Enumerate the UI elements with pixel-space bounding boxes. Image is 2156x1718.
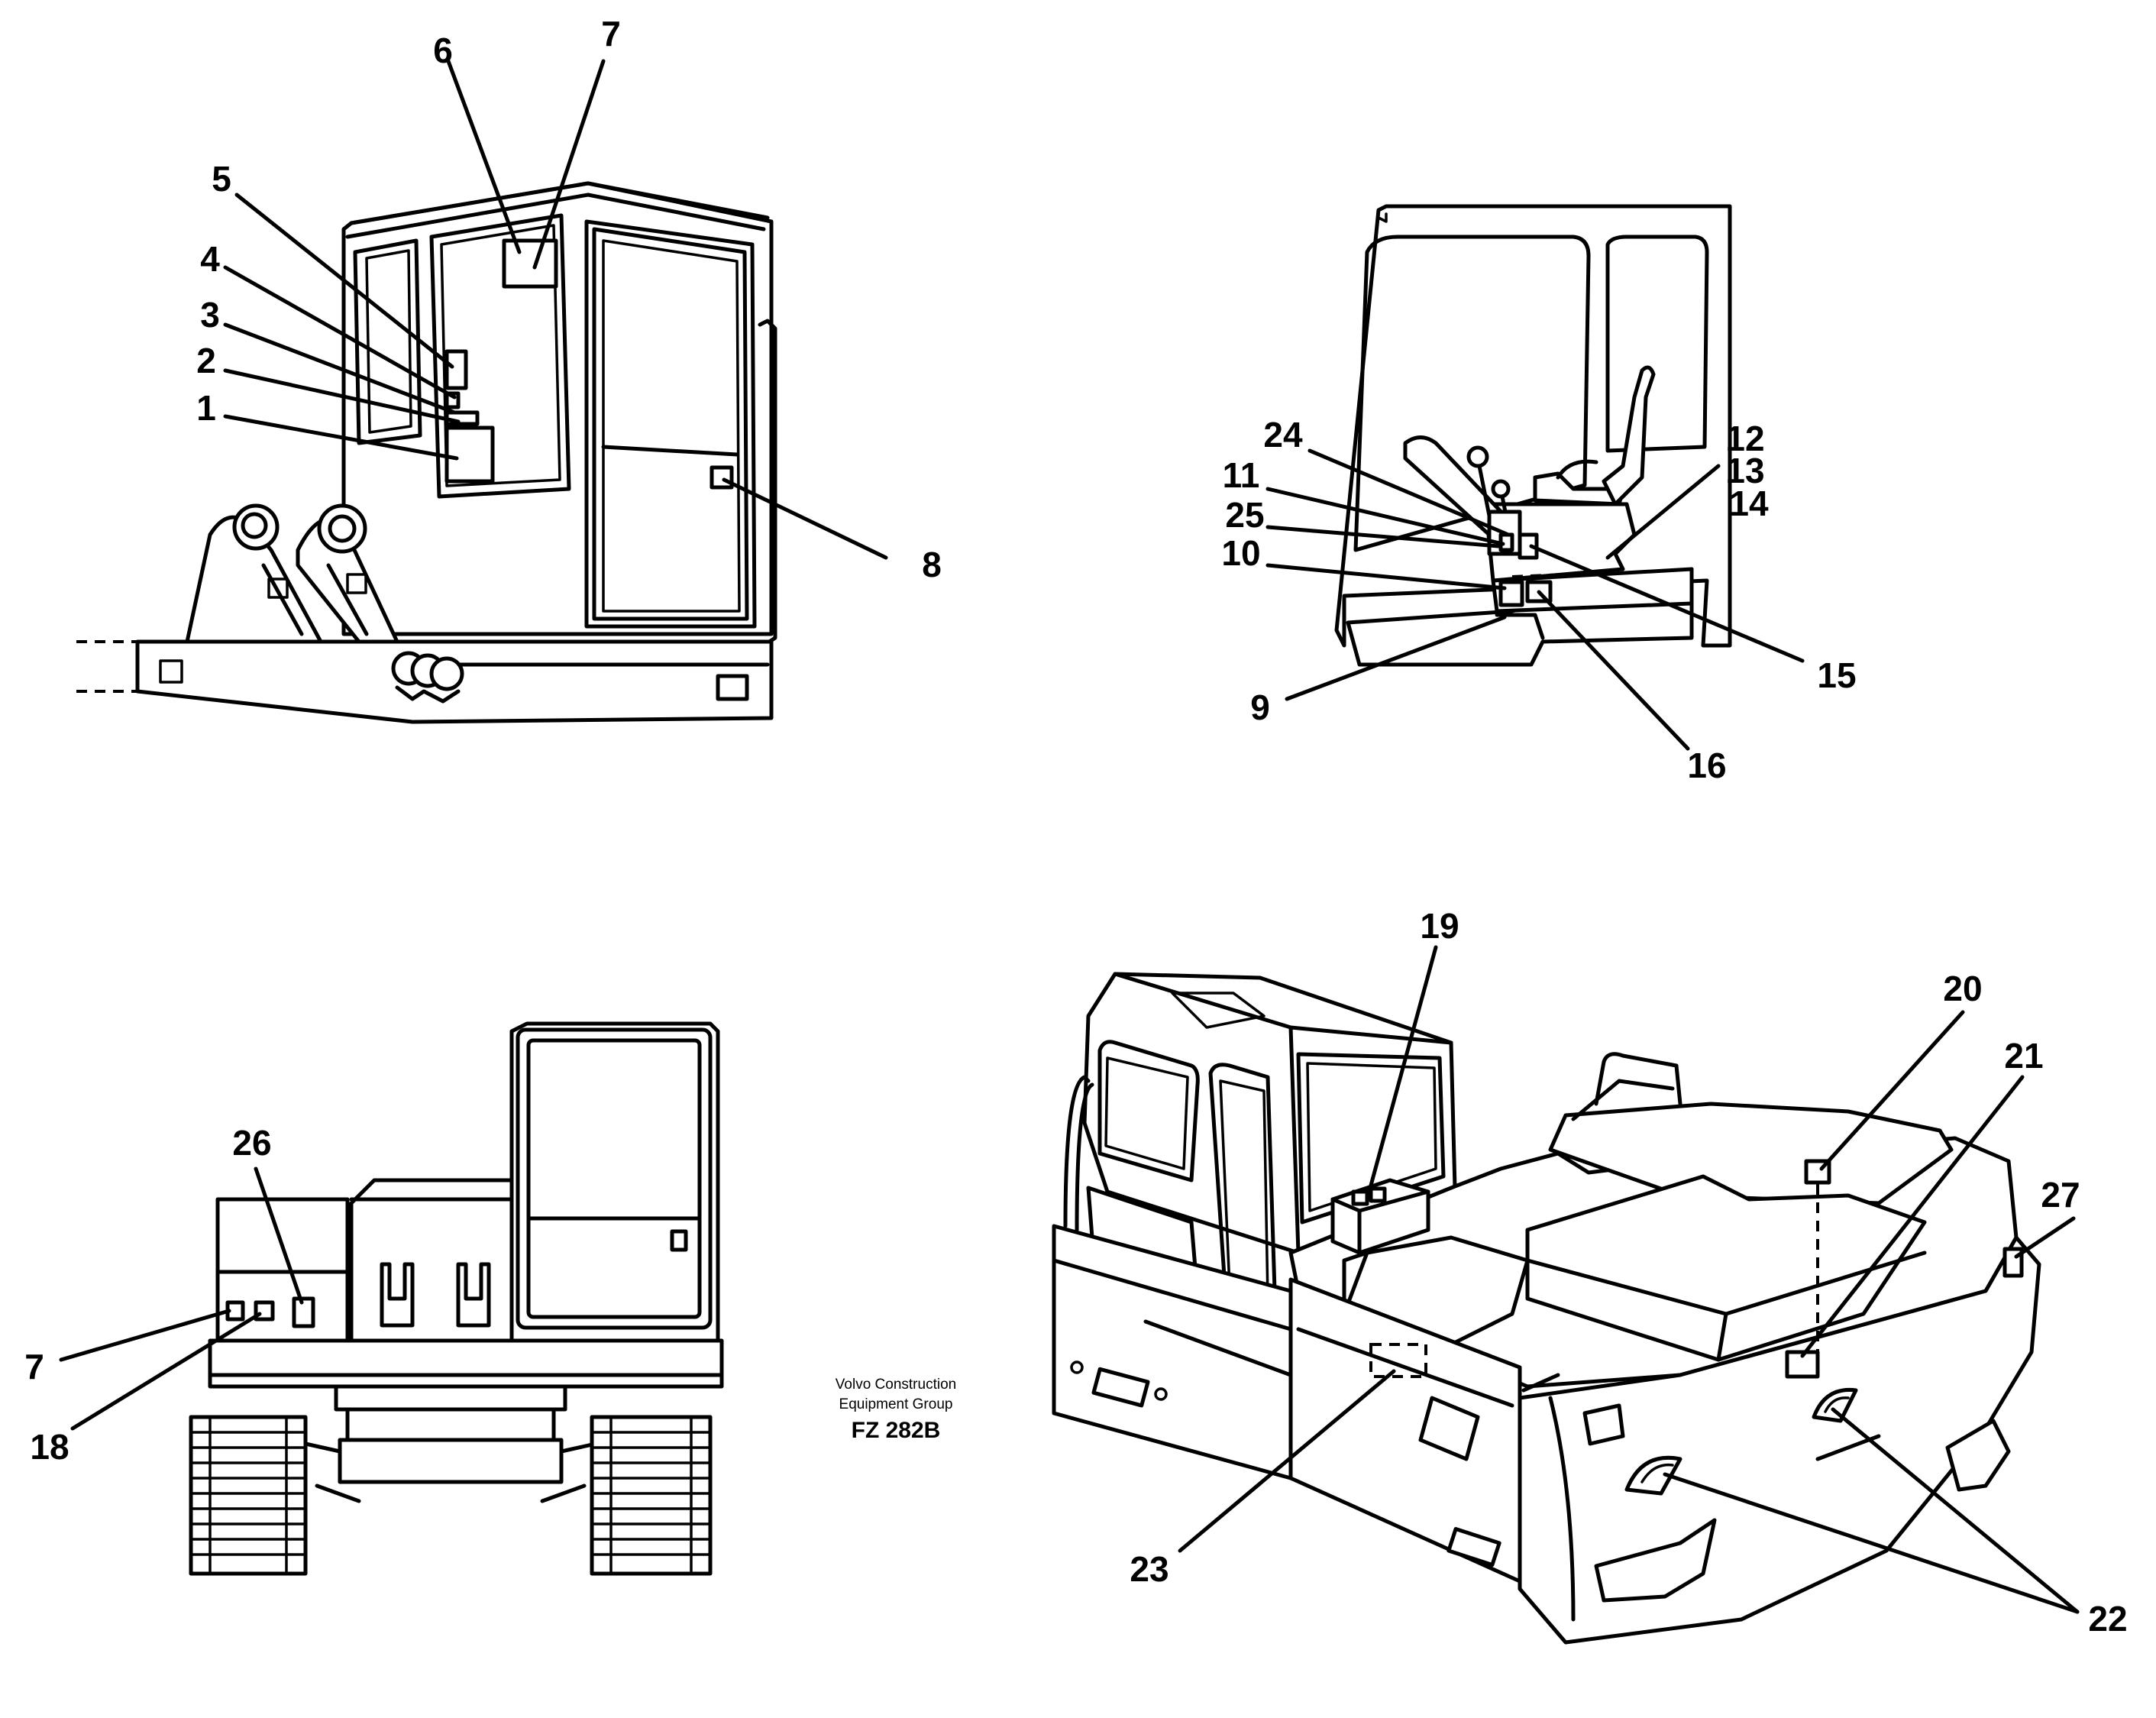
callout-26: 26 — [232, 1123, 271, 1163]
callout-6: 6 — [433, 31, 453, 70]
callout-24: 24 — [1263, 415, 1303, 455]
rear-view — [59, 1021, 724, 1576]
callout-23: 23 — [1130, 1549, 1169, 1589]
machine-rear-perspective — [1052, 945, 2080, 1645]
callout-15: 15 — [1817, 655, 1856, 695]
caption-line-1: Volvo Construction — [836, 1377, 956, 1393]
callout-7: 7 — [601, 14, 621, 53]
callout-25: 25 — [1225, 495, 1264, 535]
figure-code: FZ 282B — [852, 1418, 941, 1443]
right-track — [590, 1415, 713, 1576]
callout-12: 12 — [1725, 419, 1764, 458]
callout-11: 11 — [1223, 455, 1260, 495]
callout-21: 21 — [2004, 1036, 2043, 1076]
callout-19: 19 — [1420, 906, 1459, 946]
cab-side-view — [76, 59, 888, 724]
callout-8: 8 — [922, 545, 942, 584]
callout-3: 3 — [200, 295, 220, 335]
callout-13: 13 — [1725, 451, 1764, 490]
callout-22: 22 — [2088, 1599, 2127, 1639]
callout-labels: 6 7 5 4 3 2 1 8 24 11 25 10 9 12 13 14 1… — [24, 14, 2127, 1639]
callout-18: 18 — [30, 1427, 69, 1467]
callout-5: 5 — [212, 159, 231, 199]
figure-caption: Volvo Construction Equipment Group FZ 28… — [836, 1377, 956, 1443]
callout-20: 20 — [1943, 969, 1982, 1008]
callout-7-rear: 7 — [24, 1347, 44, 1386]
callout-27: 27 — [2041, 1175, 2080, 1215]
callout-4: 4 — [200, 239, 220, 279]
left-track — [189, 1415, 308, 1576]
caption-line-2: Equipment Group — [839, 1396, 953, 1412]
callout-14: 14 — [1729, 484, 1769, 523]
cab-interior-view — [1265, 204, 1805, 751]
callout-1: 1 — [196, 388, 216, 428]
callout-10: 10 — [1221, 533, 1260, 573]
callout-16: 16 — [1687, 746, 1726, 785]
callout-2: 2 — [196, 341, 216, 380]
callout-9: 9 — [1250, 688, 1270, 727]
